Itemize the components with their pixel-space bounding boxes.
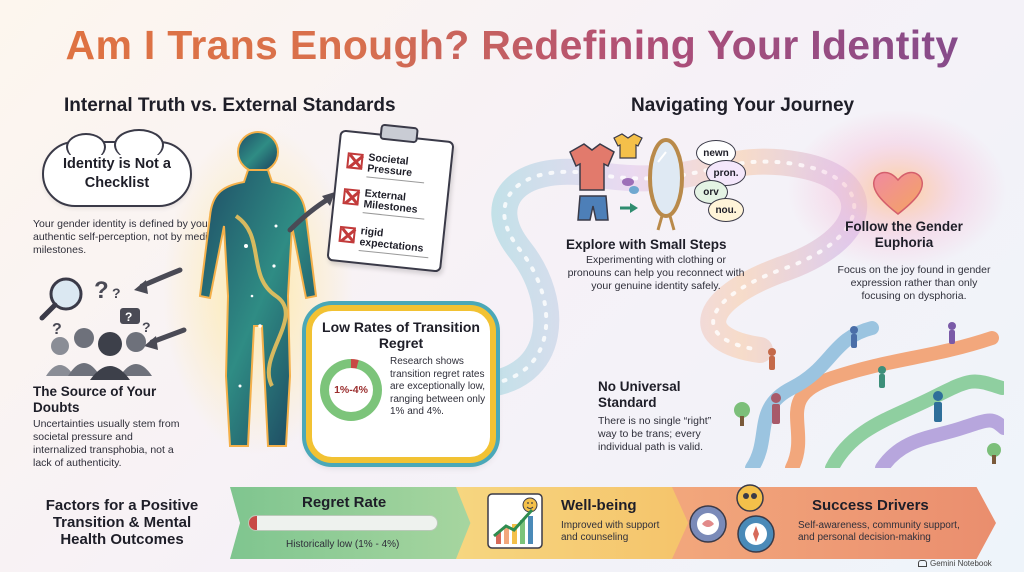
shorts-icon — [577, 195, 609, 221]
clipboard-item-societal: Societal Pressure — [366, 151, 427, 184]
factors-title: Factors for a Positive Transition & Ment… — [45, 497, 199, 548]
page-title: Am I Trans Enough? Redefining Your Ident… — [0, 22, 1024, 69]
x-mark-icon — [346, 152, 364, 170]
doubts-title: The Source of Your Doubts — [33, 384, 157, 415]
svg-text:?: ? — [112, 285, 121, 301]
regret-rate-bar-fill — [249, 516, 257, 530]
tree-icon — [987, 443, 1001, 464]
regret-panel-title: Low Rates of Transition Regret — [322, 319, 480, 351]
person-icon — [850, 326, 858, 348]
tshirt-icon — [613, 133, 643, 159]
body-figure-illustration — [198, 131, 318, 447]
gears-icon — [689, 484, 775, 553]
tree-icon — [734, 402, 750, 426]
arrow-to-clipboard — [287, 195, 333, 233]
shirt-icon — [569, 143, 615, 191]
regret-rate-panel: Low Rates of Transition Regret 1%-4% Res… — [306, 305, 496, 463]
standard-title: No Universal Standard — [598, 379, 681, 410]
person-icon — [771, 393, 781, 424]
regret-rate-heading: Regret Rate — [302, 494, 387, 511]
doubts-text: Uncertainties usually stem from societal… — [33, 418, 180, 469]
regret-donut-chart: 1%-4% — [320, 359, 382, 421]
clothing-mirror-illustration — [569, 133, 684, 231]
svg-text:?: ? — [142, 319, 151, 335]
success-drivers-text: Self-awareness, community support, and p… — [798, 520, 960, 543]
crowd-doubts-illustration: ? ? ? ? ? — [39, 277, 152, 380]
explore-text: Experimenting with clothing or pronouns … — [567, 254, 745, 292]
svg-text:?: ? — [52, 321, 62, 338]
regret-bar-label: Historically low (1% - 4%) — [286, 539, 400, 550]
left-section-heading: Internal Truth vs. External Standards — [64, 95, 396, 116]
clipboard-item-milestones: External Milestones — [362, 187, 427, 220]
success-drivers-heading: Success Drivers — [812, 497, 929, 514]
svg-text:?: ? — [125, 310, 132, 324]
heart-icon — [872, 171, 924, 215]
euphoria-text: Focus on the joy found in gender express… — [837, 264, 991, 302]
x-mark-icon — [338, 225, 357, 244]
diverging-roads-illustration — [734, 321, 1004, 468]
person-icon — [878, 366, 886, 388]
wellbeing-text: Improved with support and counseling — [561, 520, 660, 543]
pronoun-bubble: nou. — [708, 198, 744, 222]
cloud-text: Your gender identity is defined by your … — [33, 218, 221, 256]
external-standards-clipboard: Societal Pressure External Milestones ri… — [326, 123, 455, 273]
notebook-icon — [918, 560, 927, 567]
growth-chart-icon — [487, 493, 543, 549]
badge-label: Gemini Notebook — [930, 559, 992, 568]
regret-panel-text: Research shows transition regret rates a… — [390, 356, 486, 417]
arrows-graphic — [134, 192, 335, 350]
donut-label: 1%-4% — [329, 368, 373, 412]
clipboard-clip — [379, 123, 419, 144]
magnifier-icon — [39, 277, 83, 321]
regret-rate-bar — [248, 515, 438, 531]
euphoria-title: Follow the Gender Euphoria — [845, 219, 963, 250]
mirror-icon — [648, 138, 684, 231]
explore-title: Explore with Small Steps — [566, 237, 727, 252]
notebook-badge: Gemini Notebook — [918, 559, 992, 568]
standard-text: There is no single “right” way to be tra… — [598, 415, 712, 453]
clipboard-item-rigid: rigid expectations — [358, 225, 431, 259]
person-icon — [948, 322, 956, 344]
person-icon — [933, 391, 943, 422]
right-section-heading: Navigating Your Journey — [631, 95, 855, 116]
person-icon — [768, 348, 776, 370]
x-mark-icon — [342, 188, 361, 206]
wellbeing-heading: Well-being — [561, 497, 637, 514]
identity-cloud: Identity is Not a Checklist — [42, 129, 192, 207]
svg-text:?: ? — [94, 277, 109, 304]
cloud-title: Identity is Not a Checklist — [59, 155, 175, 193]
